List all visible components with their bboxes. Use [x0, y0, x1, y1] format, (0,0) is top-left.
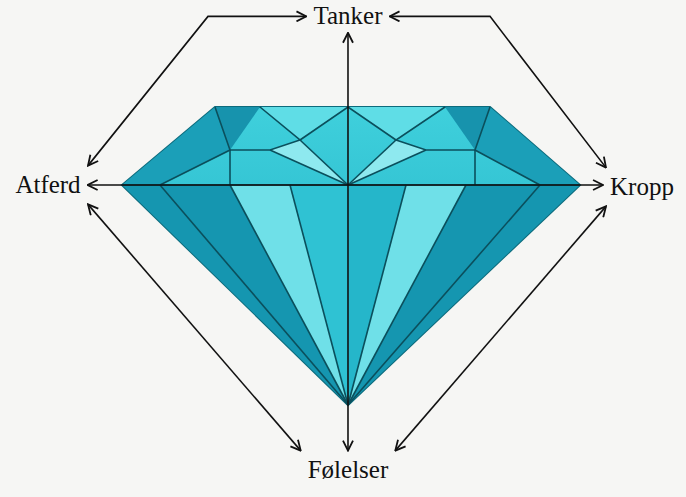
double-arrow — [347, 33, 349, 451]
concept-label: Kropp — [608, 173, 676, 202]
double-arrow — [88, 204, 301, 450]
concept-label: Følelser — [306, 456, 391, 485]
concept-label: Tanker — [311, 2, 384, 31]
concept-label: Atferd — [13, 171, 82, 200]
double-arrow — [88, 184, 603, 186]
label-text: Tanker — [313, 2, 382, 31]
label-text: Atferd — [15, 171, 80, 200]
double-arrow — [395, 206, 606, 450]
label-text: Følelser — [308, 456, 389, 485]
label-text: Kropp — [610, 173, 674, 202]
double-arrow — [390, 16, 606, 167]
double-arrow — [88, 16, 306, 165]
